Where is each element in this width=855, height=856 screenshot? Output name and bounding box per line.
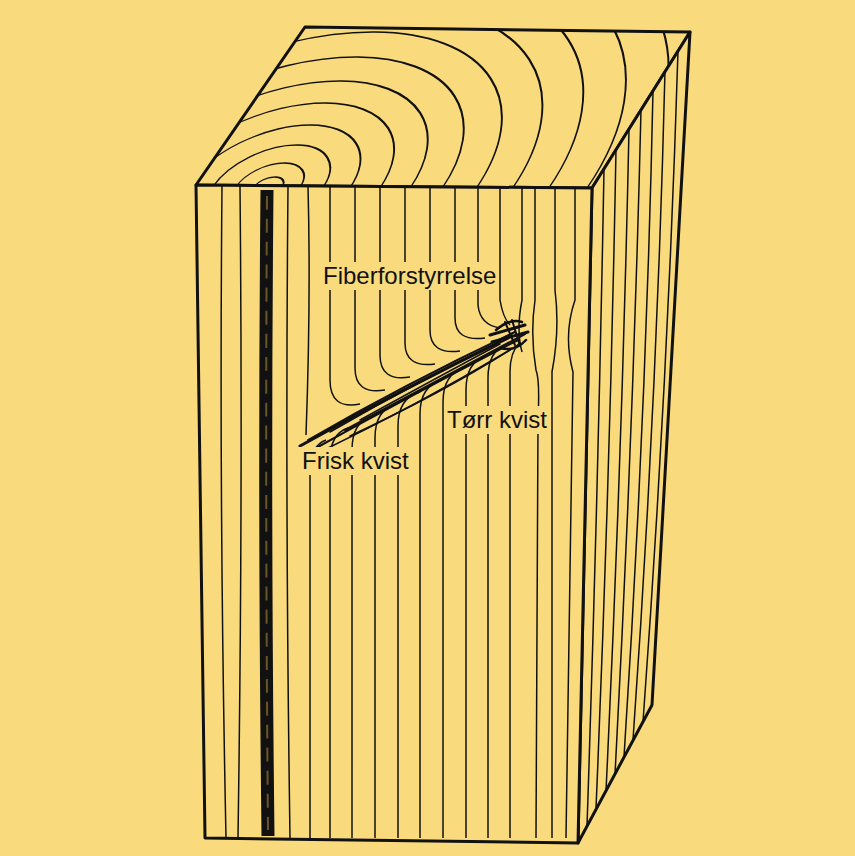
side-grain [643,51,678,722]
front-grain [352,416,372,838]
block-faces [578,32,690,843]
front-grain [310,440,326,838]
front-grain [500,186,510,325]
knot [496,321,522,330]
front-grain [330,428,348,838]
annual-rings [0,0,808,456]
annual-rings [0,30,583,343]
part-label: Frisk kvist [299,447,412,475]
part-label: Tørr kvist [444,406,550,434]
annual-rings [0,0,693,399]
side-grain [587,51,678,826]
side-grain [587,169,604,826]
front-grain [552,186,557,838]
annual-rings [0,3,638,371]
knot [320,344,520,452]
side-grain [596,149,616,808]
pith [266,196,268,830]
front-grain [420,380,442,838]
annual-rings [0,0,855,516]
front-grain [287,186,290,838]
front-grain [478,186,500,328]
front-grain [533,186,539,838]
front-grain [238,186,241,838]
annual-rings [0,0,855,516]
side-grain [606,129,629,791]
pith [266,190,268,836]
annual-rings [0,0,855,516]
part-label: Fiberforstyrrelse [320,262,499,290]
block-faces [196,185,592,843]
front-grain [221,186,226,838]
front-grain [306,186,309,435]
front-grain [566,188,575,838]
annual-rings [0,0,855,486]
front-grain [221,186,575,838]
knot [512,320,520,346]
front-grain [443,367,465,838]
pith [266,190,268,836]
